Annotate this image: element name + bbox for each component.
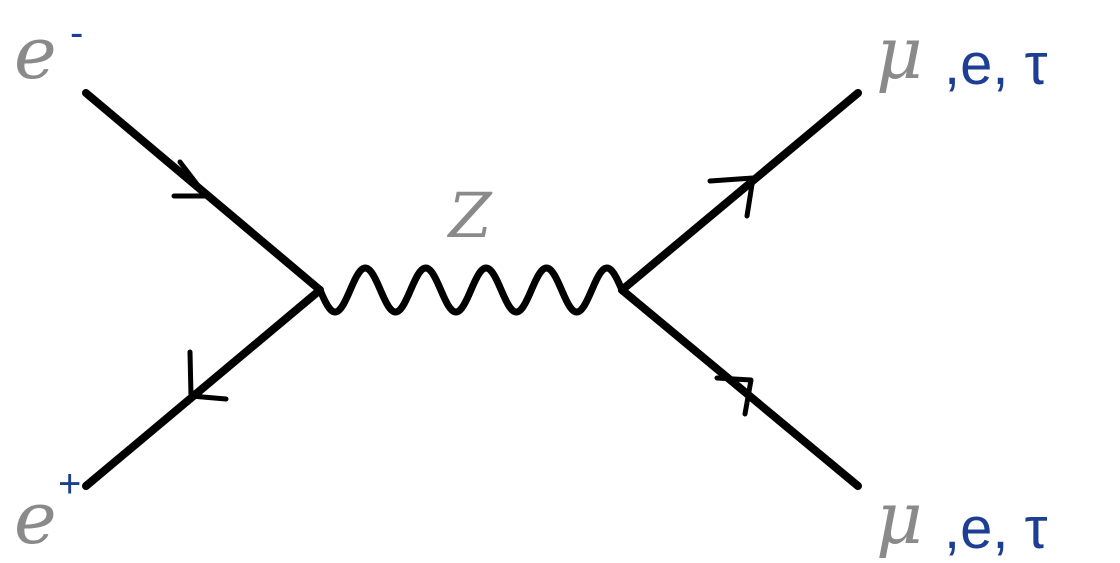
positron-arrow xyxy=(187,349,229,402)
electron-label: e - xyxy=(14,11,83,95)
outgoing-bottom-arrow xyxy=(714,375,754,417)
outgoing-bottom-symbol: μ xyxy=(876,476,923,560)
outgoing-top-label: μ ,e, τ xyxy=(876,11,1048,97)
outgoing-bottom-alternatives: ,e, τ xyxy=(944,496,1048,561)
z-boson-propagator xyxy=(316,264,626,316)
outgoing-bottom-line xyxy=(618,286,862,490)
electron-arrow xyxy=(171,159,209,199)
positron-charge: + xyxy=(58,462,81,506)
positron-line xyxy=(82,286,324,490)
outgoing-top-symbol: μ xyxy=(876,11,923,95)
outgoing-top-alternatives: ,e, τ xyxy=(944,32,1048,97)
fermion-arrows xyxy=(171,159,756,417)
outgoing-top-line xyxy=(618,89,862,294)
outgoing-bottom-label: μ ,e, τ xyxy=(876,476,1048,561)
electron-charge: - xyxy=(70,11,83,55)
positron-symbol: e xyxy=(14,476,57,560)
z-boson-label: Z xyxy=(446,179,492,252)
positron-label: e + xyxy=(14,462,81,560)
electron-symbol: e xyxy=(14,11,57,95)
outgoing-top-arrow xyxy=(707,175,756,219)
